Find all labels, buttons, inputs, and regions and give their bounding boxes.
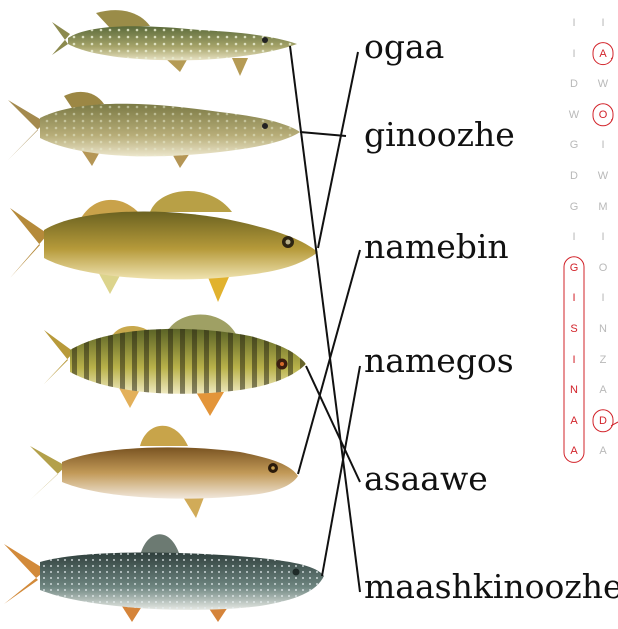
grid-letter[interactable]: I (566, 232, 582, 243)
grid-letter[interactable]: M (595, 202, 611, 213)
muskellunge-image (8, 92, 300, 168)
word-ginoozhe[interactable]: ginoozhe (364, 118, 515, 151)
northern-pike-image (52, 10, 297, 76)
grid-letter[interactable]: G (566, 140, 582, 151)
grid-letter[interactable]: A (566, 416, 582, 427)
wordsearch-highlights (564, 43, 618, 463)
grid-letter[interactable]: I (595, 140, 611, 151)
grid-letter[interactable]: D (595, 416, 611, 427)
grid-letter[interactable]: A (566, 446, 582, 457)
word-namebin[interactable]: namebin (364, 230, 509, 263)
grid-letter[interactable]: A (595, 49, 611, 60)
grid-letter[interactable]: S (566, 324, 582, 335)
word-maashkinoozhe[interactable]: maashkinoozhe (364, 570, 618, 603)
grid-letter[interactable]: N (595, 324, 611, 335)
sucker-image (30, 426, 298, 518)
grid-letter[interactable]: Z (595, 355, 611, 366)
grid-letter[interactable]: W (595, 79, 611, 90)
lake-trout-image (4, 534, 324, 622)
word-ogaa[interactable]: ogaa (364, 30, 444, 63)
grid-letter[interactable]: W (566, 110, 582, 121)
grid-letter[interactable]: D (566, 171, 582, 182)
match-line-sucker (298, 250, 360, 474)
grid-letter[interactable]: I (595, 18, 611, 29)
grid-letter[interactable]: O (595, 110, 611, 121)
word-namegos[interactable]: namegos (364, 344, 514, 377)
grid-letter[interactable]: A (595, 385, 611, 396)
grid-letter[interactable]: I (566, 49, 582, 60)
walleye-image (10, 191, 318, 302)
found-word-stroke (611, 58, 612, 59)
found-word-stroke (611, 422, 618, 426)
grid-letter[interactable]: A (595, 446, 611, 457)
grid-letter[interactable]: W (595, 171, 611, 182)
match-line-muskellunge (300, 132, 346, 136)
yellow-perch-image (44, 314, 306, 416)
grid-letter[interactable]: I (595, 293, 611, 304)
grid-letter[interactable]: I (566, 355, 582, 366)
grid-letter[interactable]: I (566, 293, 582, 304)
grid-letter[interactable]: G (566, 263, 582, 274)
match-lines (290, 46, 360, 592)
match-line-walleye (318, 52, 358, 248)
grid-letter[interactable]: G (566, 202, 582, 213)
match-line-northern-pike (290, 46, 360, 592)
grid-letter[interactable]: I (566, 18, 582, 29)
grid-letter[interactable]: N (566, 385, 582, 396)
grid-letter[interactable]: D (566, 79, 582, 90)
word-asaawe[interactable]: asaawe (364, 462, 488, 495)
grid-letter[interactable]: I (595, 232, 611, 243)
grid-letter[interactable]: O (595, 263, 611, 274)
